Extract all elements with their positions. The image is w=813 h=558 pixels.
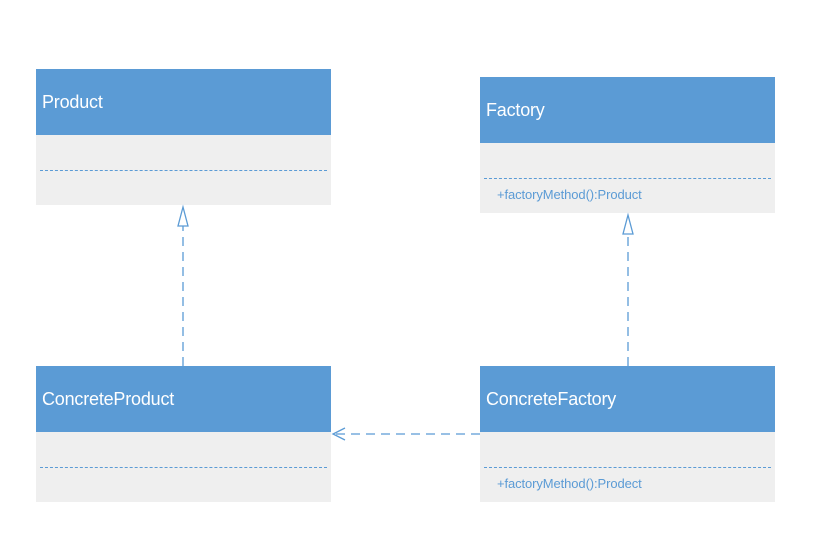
class-concrete-factory-operation: +factoryMethod():Prodect [497,476,642,491]
realization-concrete-product-to-product[interactable] [177,204,189,366]
class-concrete-product-divider [40,467,327,468]
class-product-divider [40,170,327,171]
realization-concrete-factory-to-factory[interactable] [622,212,634,366]
class-factory-name: Factory [480,77,775,143]
class-concrete-factory-name: ConcreteFactory [480,366,775,432]
dependency-concrete-factory-to-concrete-product[interactable] [331,427,480,441]
class-factory-operation: +factoryMethod():Product [497,187,642,202]
class-product[interactable]: Product [36,69,331,205]
class-concrete-factory[interactable]: ConcreteFactory +factoryMethod():Prodect [480,366,775,502]
hollow-triangle-arrowhead-factory [622,212,634,235]
open-arrowhead [331,427,346,441]
class-concrete-factory-divider [484,467,771,468]
class-concrete-product[interactable]: ConcreteProduct [36,366,331,502]
class-factory[interactable]: Factory +factoryMethod():Product [480,77,775,213]
hollow-triangle-arrowhead-product [177,204,189,227]
class-concrete-product-name: ConcreteProduct [36,366,331,432]
class-factory-divider [484,178,771,179]
class-product-name: Product [36,69,331,135]
